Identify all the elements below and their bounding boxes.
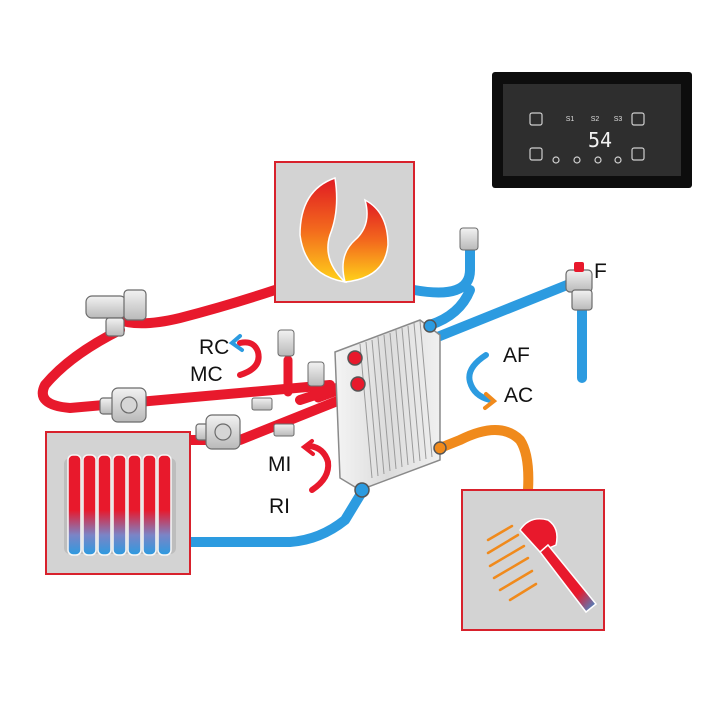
label-ri: RI [269,495,290,518]
port-cold-bottom [354,482,370,498]
control-panel-icon: S1 S2 S3 54 [492,72,692,188]
valve-icon [85,289,147,337]
display-value: 54 [588,128,612,152]
port-cold-top-right [423,319,437,333]
menu-button-icon [529,147,543,161]
mi-ri-arrow [307,443,332,493]
air-vent-icon [307,361,325,387]
pump-icon [99,387,147,423]
port-hot-top [347,350,363,366]
heat-exchanger-icon [334,319,447,498]
fittings [85,227,593,450]
label-mi: MI [268,453,291,476]
hot-pipe-boiler-to-valve [105,285,280,329]
radiator-box [45,431,191,575]
down-button-icon [631,147,645,161]
pump-icon [195,414,241,450]
display-slot-3: S3 [614,116,623,123]
flow-arrows [228,334,498,493]
boiler-box [274,161,415,303]
port-hot-mid [350,376,366,392]
cold-pipe-boiler-right [409,243,475,298]
hot-pipe-left-loop [37,325,335,413]
cold-pipe-radiator-return [185,487,367,547]
air-vent-icon [459,227,479,251]
flame-icon [299,176,389,284]
port-dhw-out [433,441,447,455]
valve-icon [565,262,593,311]
valve-icon [251,397,273,411]
radiator-icon [64,454,176,556]
label-rc: RC [199,336,229,359]
display-slot-2: S2 [591,116,600,123]
label-mc: MC [190,363,223,386]
display-slot-1: S1 [566,116,575,123]
label-ac: AC [504,384,533,407]
shower-box [461,489,605,631]
label-af: AF [503,344,530,367]
af-ac-arrow [466,352,493,403]
power-button-icon [529,112,543,126]
dhw-pipe-to-shower [435,425,534,495]
air-vent-icon [277,329,295,357]
labels: RC MC MI RI AF AC F [190,260,607,518]
rc-mc-arrow [237,339,262,378]
label-f: F [594,260,607,283]
valve-icon [273,423,295,437]
up-button-icon [631,112,645,126]
shower-icon [486,518,598,614]
cold-pipe-cold-feed [425,278,577,345]
